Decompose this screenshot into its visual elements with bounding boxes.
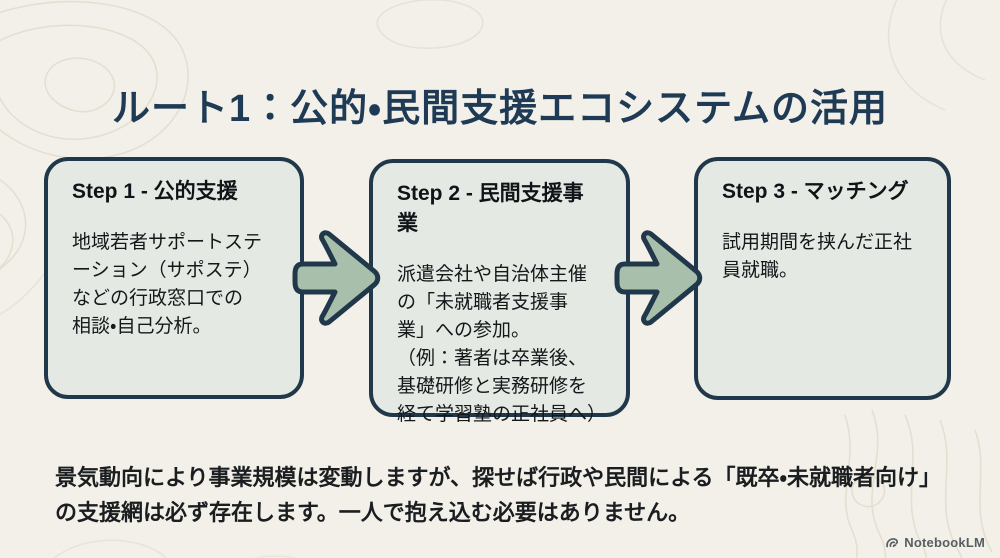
notebooklm-logo-icon — [886, 537, 899, 547]
step-2-heading: Step 2 - 民間支援事業 — [397, 182, 584, 235]
step-1-heading: Step 1 - 公的支援 — [72, 180, 238, 203]
arrow-right-icon — [292, 230, 381, 326]
slide-title: ルート1：公的・民間支援エコシステムの活用 — [112, 88, 888, 131]
step-1-body: 地域若者サポートステ ーション（サポステ） などの行政窓口での 相談・自己分析。 — [72, 232, 263, 337]
step-2-body: 派遣会社や自治体主催 の「未就職者支援事 業」への参加。 （例：著者は卒業後、 … — [397, 264, 607, 425]
step-card-2: Step 2 - 民間支援事業 派遣会社や自治体主催 の「未就職者支援事 業」へ… — [369, 159, 630, 425]
step-3-heading: Step 3 - マッチング — [722, 180, 909, 203]
footer-brand: NotebookLM — [885, 535, 985, 550]
step-card-1: Step 1 - 公的支援 地域若者サポートステ ーション（サポステ） などの行… — [44, 157, 304, 399]
step-card-3: Step 3 - マッチング 試用期間を挟んだ正社 員就職。 — [694, 157, 951, 400]
bottom-note: 景気動向により事業規模は変動しますが、探せば行政や民間による「既卒・未就職者向け… — [55, 465, 941, 525]
brand-label: NotebookLM — [904, 535, 985, 550]
step-3-body: 試用期間を挟んだ正社 員就職。 — [722, 232, 913, 281]
arrow-right-icon — [614, 230, 703, 326]
